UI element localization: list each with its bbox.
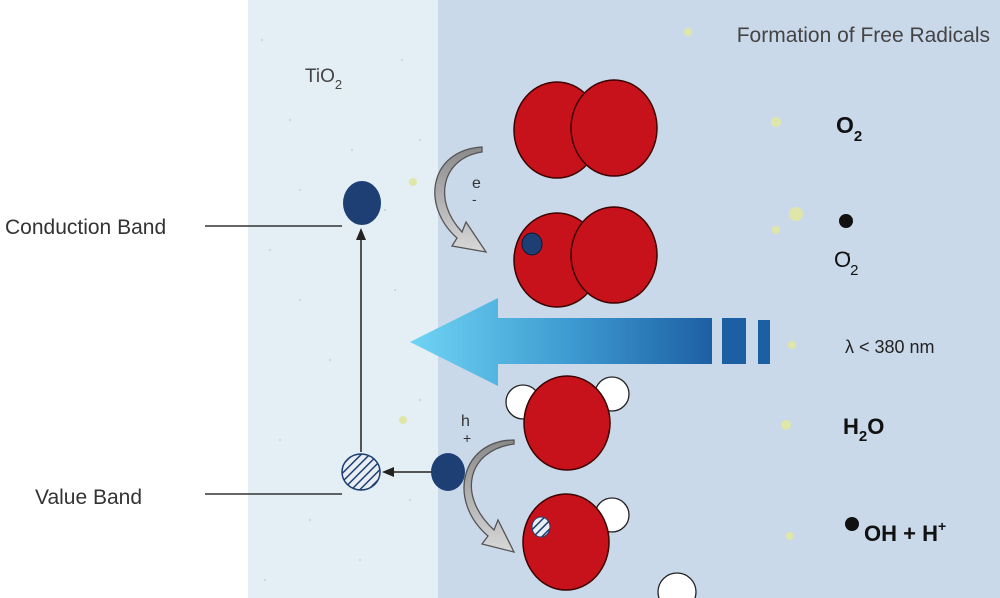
radical-dot-hydroxyl [845,517,859,531]
tio2-base: TiO [305,66,335,87]
diagram-title: Formation of Free Radicals [737,24,990,47]
hole-sign: + [463,430,471,446]
hydroxyl-label: OH + H+ [864,518,946,546]
solution-region [438,0,1000,598]
water-base: H [843,414,859,439]
superoxide-label: O-2 [834,245,858,279]
valence-band-label: Value Band [35,486,142,509]
hole-transfer-arrowhead [382,467,394,477]
hydroxyl-charge: + [938,518,946,534]
tio2-speckle [261,39,421,581]
excitation-arrowhead [356,228,366,240]
bound-hole [531,516,551,538]
superoxide-subscript: 2 [850,262,858,279]
wavelength-label: λ < 380 nm [845,337,935,357]
conduction-electron [343,181,381,225]
hydroxyl-molecule [522,493,630,591]
radical-dot-superoxide [839,214,853,228]
oxygen-subscript: 2 [854,128,862,145]
tio2-subscript: 2 [335,77,342,92]
superoxide-charge: - [845,245,850,262]
water-molecule [505,375,630,471]
small-dots [399,28,803,540]
water-label: H2O [843,414,884,445]
hole-transfer-curve [463,439,516,553]
superoxide-molecule [513,206,658,308]
electron-transfer-arrow [434,146,488,253]
hole-carrier [431,453,465,491]
conduction-band-label: Conduction Band [5,216,166,239]
bound-electron [521,232,543,256]
electron-sign: - [472,191,477,207]
superoxide-base: O [834,247,851,272]
tio2-region [248,0,438,598]
valence-hole [341,453,381,491]
tio2-label: TiO2 [305,66,342,92]
hole-symbol: h [461,413,470,430]
light-beam [410,298,770,386]
water-subscript: 2 [859,428,867,445]
oxygen-base: O [836,112,854,138]
water-tail: O [867,414,884,439]
hydroxyl-text: OH + H [864,521,938,546]
electron-symbol: e [472,175,481,192]
oxygen-label: O2 [836,112,862,145]
free-proton [657,572,697,598]
oxygen-molecule [513,79,658,179]
